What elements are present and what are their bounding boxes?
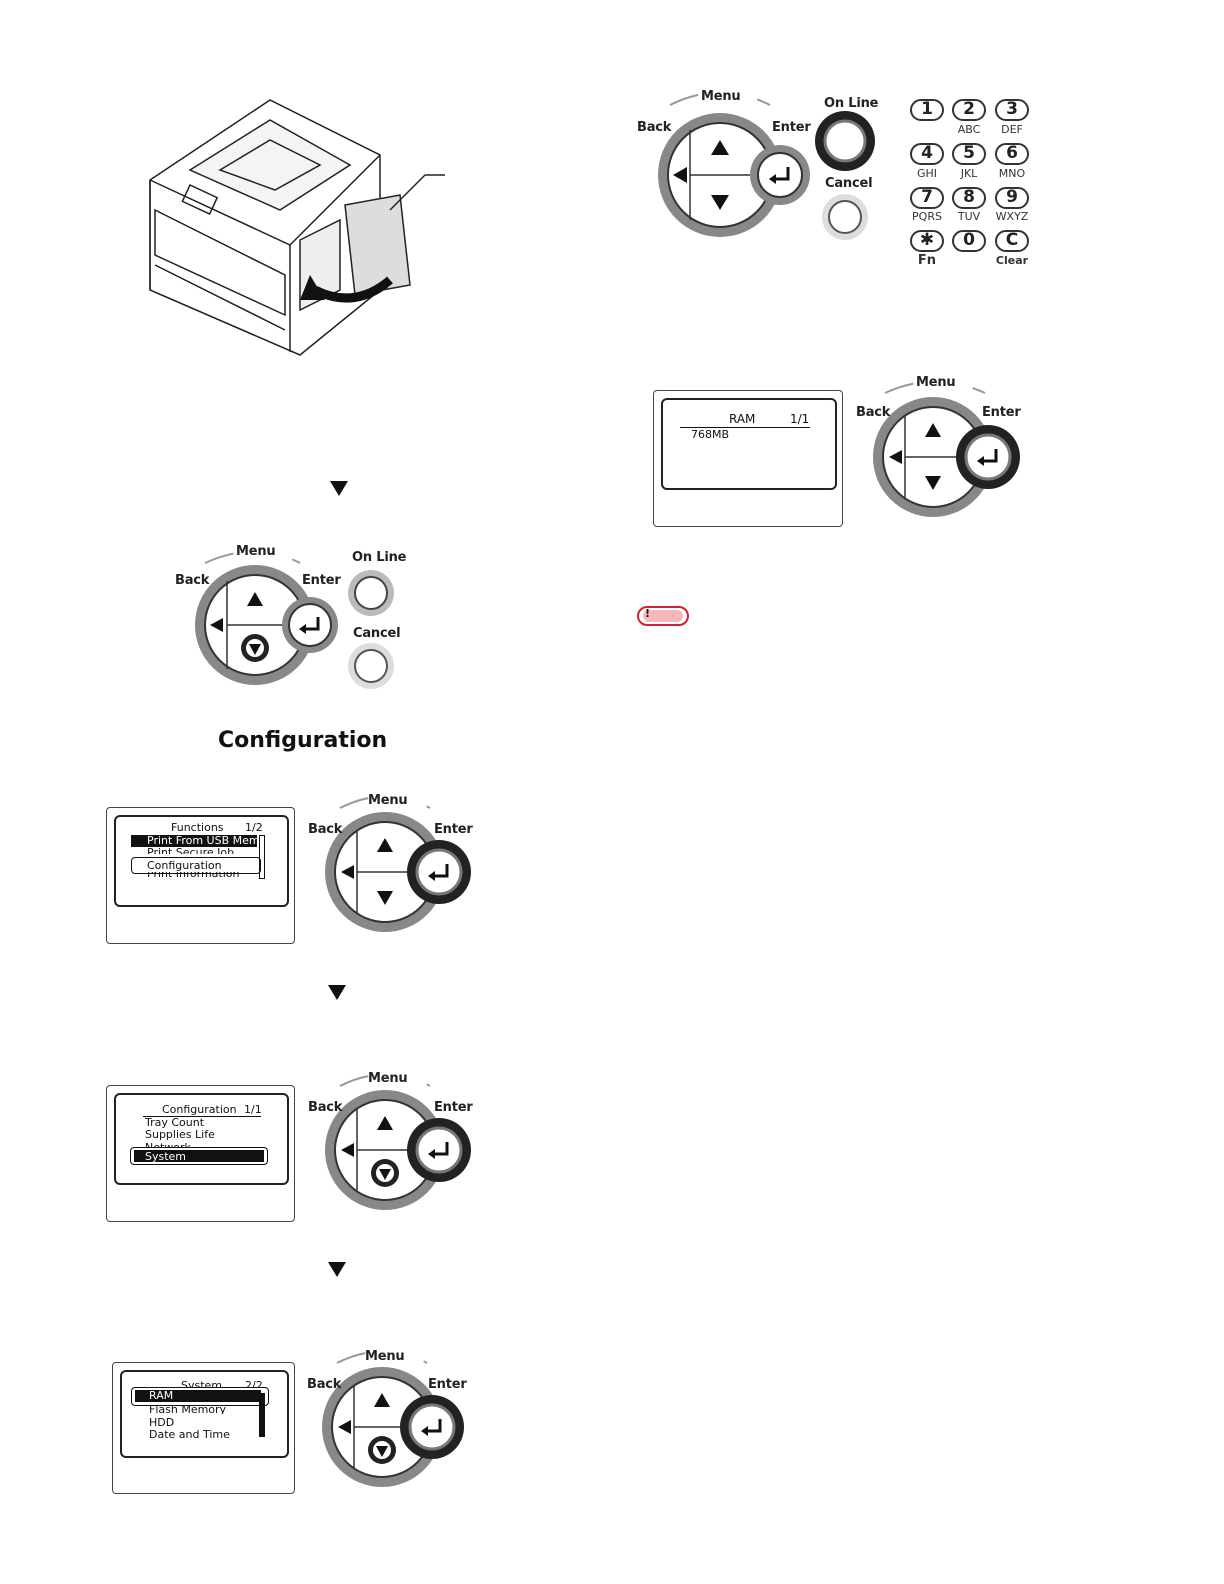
key-7-letters: PQRS [912, 210, 942, 223]
down-arrow-icon [328, 1262, 346, 1277]
lcd-panel-functions: Functions 1/2 Print From USB Mem Print S… [106, 807, 295, 944]
printer-illustration [149, 99, 445, 356]
menu-label: Menu [236, 544, 276, 559]
lcd-panel-configuration: Configuration 1/1 Tray Count Supplies Li… [106, 1085, 295, 1222]
lcd-title: Functions [171, 821, 224, 834]
control-pad [325, 795, 471, 932]
menu-item[interactable]: Print Information [147, 872, 240, 880]
note-exclamation: ! [645, 607, 651, 620]
down-arrow-icon [328, 985, 346, 1000]
key-7[interactable]: 7 [910, 187, 944, 209]
scrollbar[interactable] [259, 835, 265, 879]
enter-label: Enter [982, 405, 1021, 420]
key-4[interactable]: 4 [910, 143, 944, 165]
menu-item[interactable]: Network [145, 1141, 191, 1147]
enter-label: Enter [434, 1100, 473, 1115]
selection-highlight [131, 857, 261, 874]
cancel-label: Cancel [825, 176, 873, 191]
key-5[interactable]: 5 [952, 143, 986, 165]
key-clear-letters: Clear [995, 254, 1029, 267]
key-2[interactable]: 2 [952, 99, 986, 121]
menu-item[interactable]: Print Secure Job [147, 846, 235, 854]
menu-item[interactable]: HDD [149, 1416, 175, 1429]
down-arrow-icon [330, 481, 348, 496]
menu-item[interactable]: Configuration [147, 859, 222, 872]
scrollbar[interactable] [259, 1393, 265, 1437]
key-3[interactable]: 3 [995, 99, 1029, 121]
key-6[interactable]: 6 [995, 143, 1029, 165]
section-heading: Configuration [218, 728, 388, 753]
key-fn[interactable]: ✱ [910, 230, 944, 252]
back-label: Back [307, 1377, 342, 1392]
lcd-panel-system: System 2/2 RAM Flash Memory HDD Date and… [112, 1362, 295, 1494]
note-icon: ! [637, 606, 689, 626]
menu-label: Menu [365, 1349, 405, 1364]
menu-label: Menu [916, 375, 956, 390]
menu-item[interactable]: Supplies Life [145, 1128, 215, 1141]
menu-label: Menu [368, 1071, 408, 1086]
control-pad [195, 550, 394, 689]
lcd-panel-ram: RAM 1/1 768MB [653, 390, 843, 527]
key-2-letters: ABC [957, 123, 981, 136]
key-3-letters: DEF [1001, 123, 1023, 136]
lcd-page: 1/1 [244, 1103, 262, 1116]
key-4-letters: GHI [916, 167, 938, 180]
key-6-letters: MNO [998, 167, 1026, 180]
menu-item[interactable]: System [145, 1150, 187, 1163]
key-9[interactable]: 9 [995, 187, 1029, 209]
back-label: Back [175, 573, 210, 588]
key-clear[interactable]: C [995, 230, 1029, 252]
enter-label: Enter [302, 573, 341, 588]
lcd-page: 1/1 [790, 412, 810, 426]
back-label: Back [637, 120, 672, 135]
menu-label: Menu [701, 89, 741, 104]
menu-item[interactable]: Tray Count [145, 1116, 205, 1129]
menu-label: Menu [368, 793, 408, 808]
lcd-page: 1/2 [245, 821, 263, 834]
key-0[interactable]: 0 [952, 230, 986, 252]
enter-label: Enter [428, 1377, 467, 1392]
lcd-title: Configuration [162, 1103, 237, 1116]
key-fn-letters: Fn [917, 253, 937, 268]
menu-item[interactable]: Flash Memory [149, 1405, 227, 1414]
control-pad [658, 91, 875, 240]
menu-item[interactable]: Print From USB Mem [147, 834, 260, 847]
key-5-letters: JKL [960, 167, 978, 180]
key-9-letters: WXYZ [995, 210, 1029, 223]
menu-item[interactable]: RAM [149, 1389, 174, 1402]
control-pad [873, 380, 1020, 517]
cancel-label: Cancel [353, 626, 401, 641]
selection-highlight [131, 1387, 269, 1406]
key-1[interactable]: 1 [910, 99, 944, 121]
lcd-title: System [181, 1379, 223, 1387]
ram-value: 768MB [691, 428, 730, 441]
lcd-title: RAM [729, 412, 756, 426]
back-label: Back [308, 1100, 343, 1115]
online-label: On Line [352, 550, 407, 565]
key-8[interactable]: 8 [952, 187, 986, 209]
enter-label: Enter [434, 822, 473, 837]
key-8-letters: TUV [957, 210, 981, 223]
enter-label: Enter [772, 120, 811, 135]
back-label: Back [856, 405, 891, 420]
control-pad [322, 1350, 464, 1487]
back-label: Back [308, 822, 343, 837]
online-label: On Line [824, 96, 879, 111]
control-pad [325, 1073, 471, 1210]
lcd-page: 2/2 [245, 1379, 263, 1387]
menu-item[interactable]: Date and Time [149, 1428, 230, 1441]
